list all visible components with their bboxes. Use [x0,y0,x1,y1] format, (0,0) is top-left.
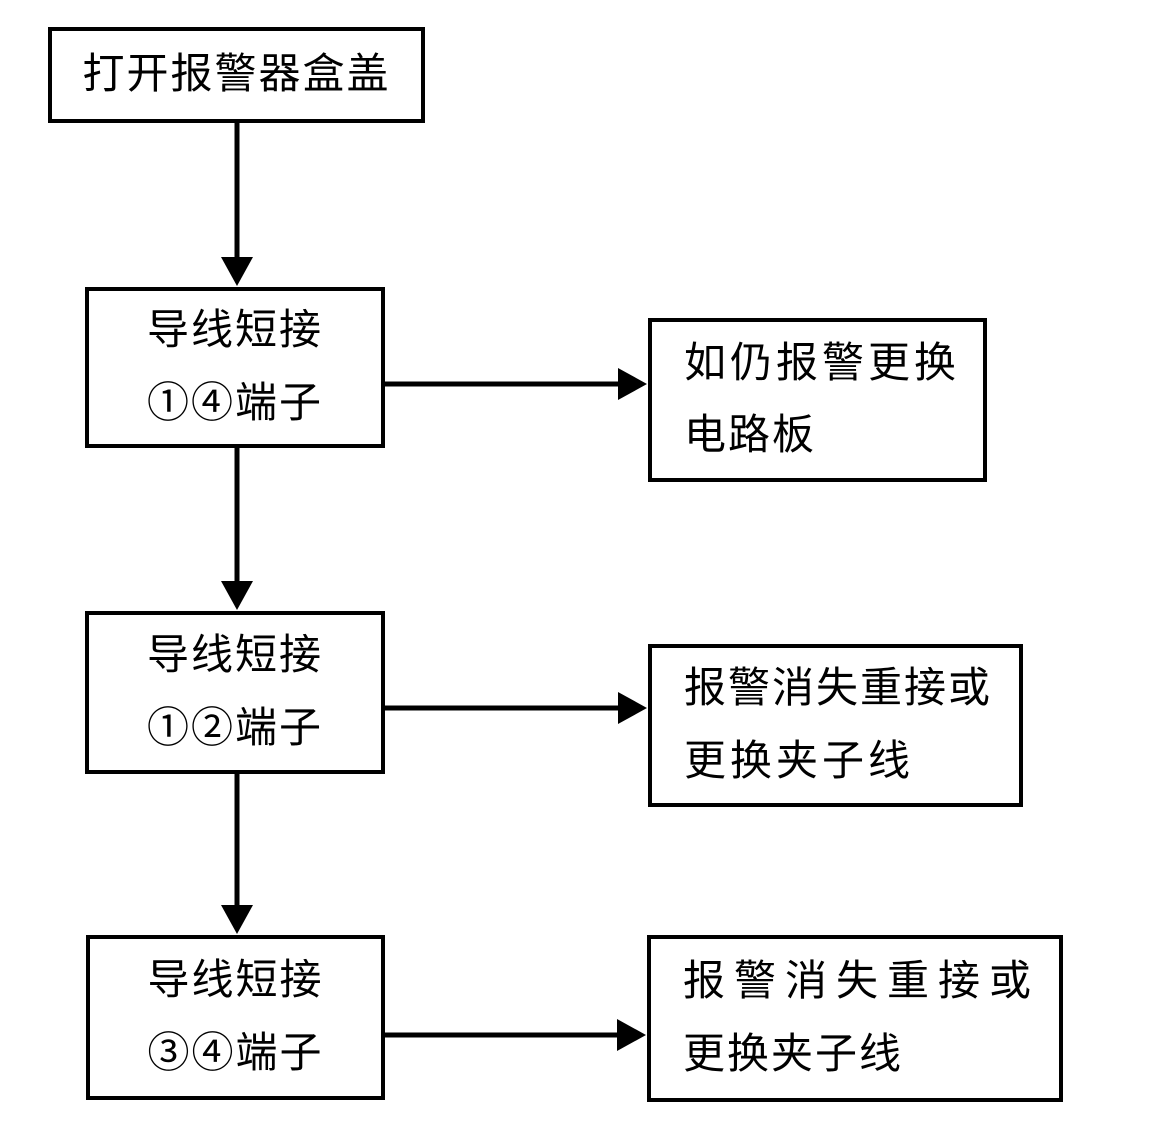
arrow-step3-to-step4 [221,772,253,934]
arrow-step3-to-result2 [383,692,647,724]
arrow-step4-to-result3 [383,1019,646,1051]
flow-node-open-alarm-cover: 打开报警器盒盖 [48,27,425,123]
node-text-line: 更换夹子线 [684,738,915,785]
flow-node-rewire-or-replace-clip-wire-2: 报警消失重接或 更换夹子线 [647,935,1063,1102]
flow-node-rewire-or-replace-clip-wire-1: 报警消失重接或 更换夹子线 [648,644,1023,807]
node-text-line: 报警消失重接或 [683,959,1041,1006]
node-text-line: 打开报警器盒盖 [82,51,391,98]
arrow-step2-to-result1 [383,368,647,400]
arrow-step2-to-step3 [221,446,253,610]
arrow-step1-to-step2 [221,121,253,286]
node-text-line: ①②端子 [146,705,323,752]
node-text-line: ③④端子 [147,1030,324,1077]
node-text-line: 导线短接 [146,633,323,680]
node-text-line: 报警消失重接或 [684,666,993,713]
node-text-line: 导线短接 [147,958,324,1005]
flow-node-replace-circuit-board: 如仍报警更换 电路板 [648,318,987,482]
flow-node-short-terminals-1-4: 导线短接 ①④端子 [85,287,385,448]
node-text-line: ①④端子 [146,380,323,427]
flow-node-short-terminals-3-4: 导线短接 ③④端子 [86,935,385,1100]
flow-node-short-terminals-1-2: 导线短接 ①②端子 [85,611,385,774]
node-text-line: 电路板 [684,413,817,459]
node-text-line: 导线短接 [146,308,323,355]
node-text-line: 如仍报警更换 [684,340,961,387]
node-text-line: 更换夹子线 [683,1031,904,1078]
